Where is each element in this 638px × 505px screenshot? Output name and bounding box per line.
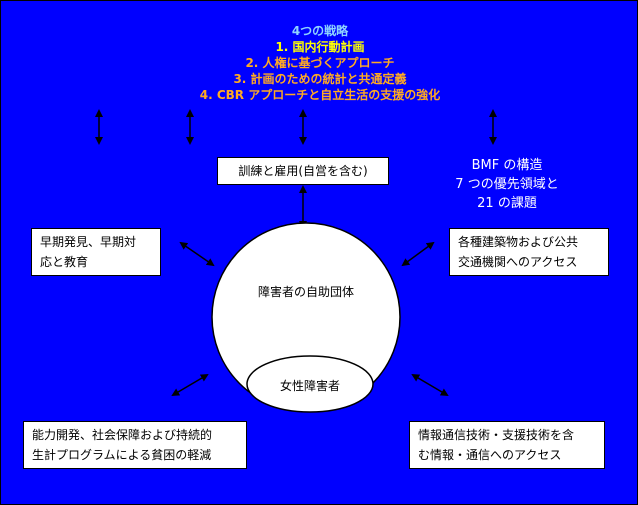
women-ellipse	[246, 355, 374, 413]
ict-line-2: む情報・通信へのアクセス	[418, 448, 562, 462]
arrow-early-circle	[179, 241, 215, 267]
strategies-title: 4つの戦略	[291, 24, 349, 38]
bmf-line-1: BMF の構造	[471, 158, 543, 173]
access-line-1: 各種建築物および公共	[458, 235, 579, 249]
capacity-line-2: 生計プログラムによる貧困の軽減	[32, 448, 212, 462]
arrow-ict-circle	[411, 373, 449, 397]
accessibility-box: 各種建築物および公共 交通機関へのアクセス	[449, 228, 609, 276]
women-label: 女性障害者	[279, 379, 340, 393]
arrow-capacity-circle	[171, 373, 209, 397]
strategy-item-3: 3. 計画のための統計と共通定義	[233, 72, 407, 86]
training-box: 訓練と雇用(自営を含む)	[217, 157, 389, 185]
capacity-box: 能力開発、社会保障および持続的 生計プログラムによる貧困の軽減	[23, 421, 247, 469]
capacity-line-1: 能力開発、社会保障および持続的	[32, 428, 213, 442]
arrow-access-circle	[401, 241, 435, 267]
bmf-line-3: 21 の課題	[477, 196, 537, 211]
strategy-item-4: 4. CBR アプローチと自立生活の支援の強化	[199, 88, 441, 102]
ict-box: 情報通信技術・支援技術を含 む情報・通信へのアクセス	[409, 421, 605, 469]
access-line-2: 交通機関へのアクセス	[458, 255, 578, 269]
ict-line-1: 情報通信技術・支援技術を含	[418, 428, 575, 442]
bmf-line-2: 7 つの優先領域と	[455, 177, 559, 192]
early-line-1: 早期発見、早期対	[40, 235, 137, 249]
early-detection-box: 早期発見、早期対 応と教育	[31, 228, 161, 276]
early-line-2: 応と教育	[40, 255, 89, 269]
self-help-label: 障害者の自助団体	[257, 285, 354, 299]
training-label: 訓練と雇用(自営を含む)	[238, 164, 368, 178]
strategy-item-1: 1. 国内行動計画	[275, 40, 365, 54]
strategy-item-2: 2. 人権に基づくアプローチ	[245, 56, 395, 70]
